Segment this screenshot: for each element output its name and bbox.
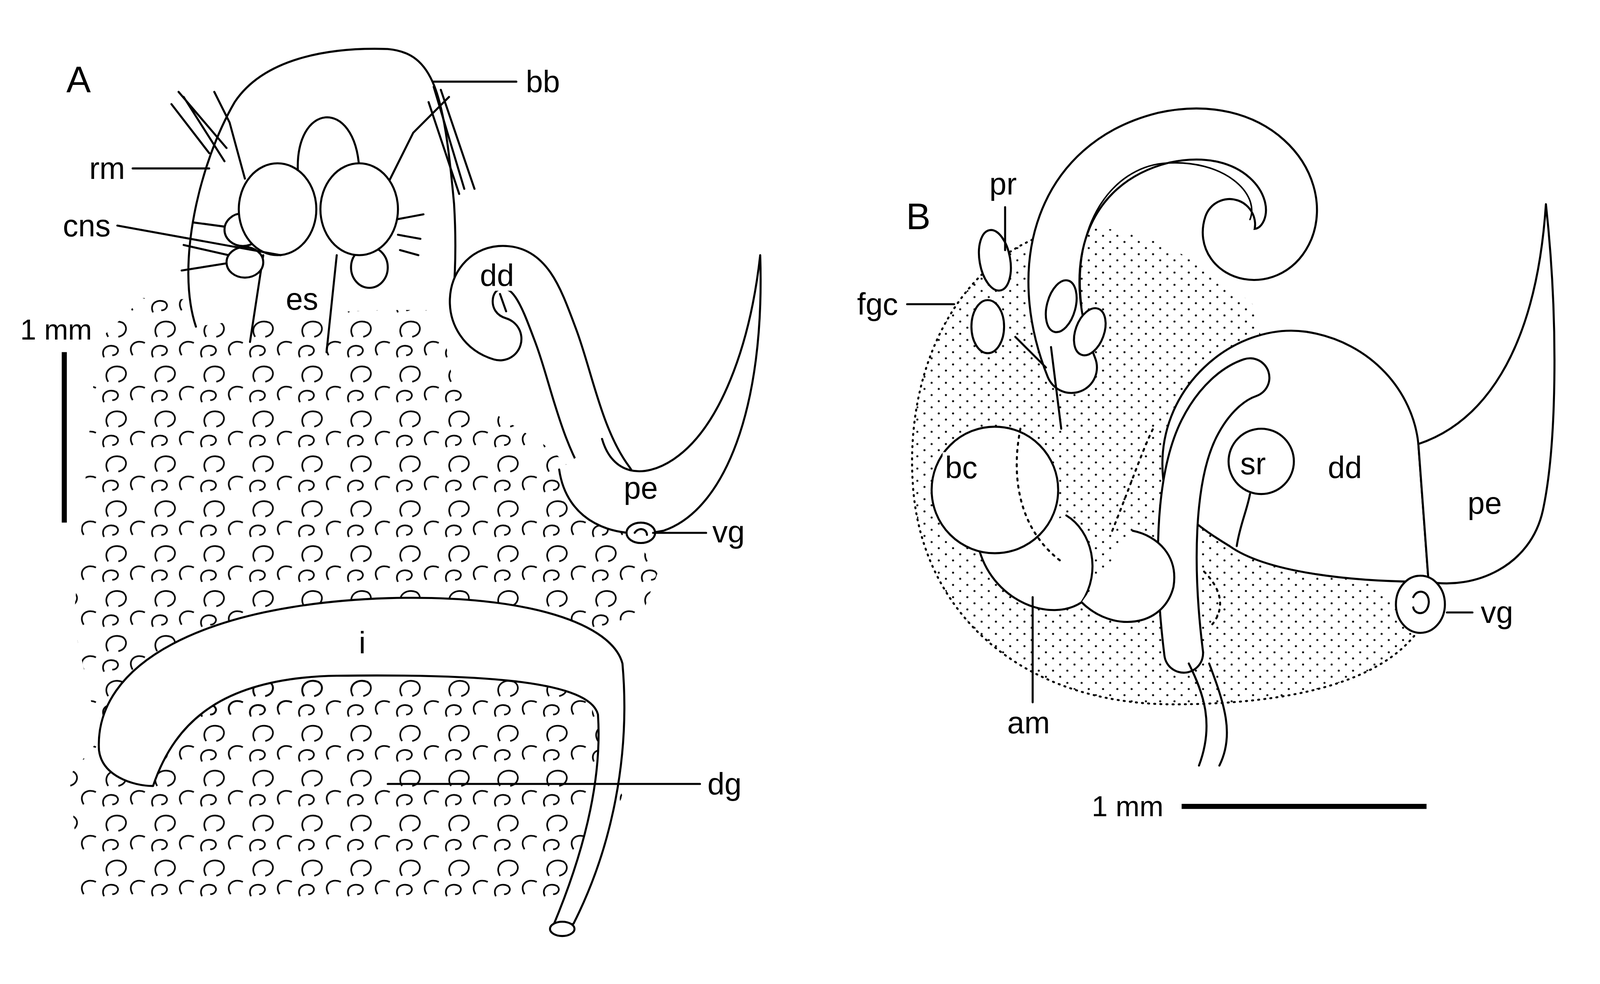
part-label: vg — [1478, 596, 1516, 628]
panel-letter: A — [63, 61, 93, 99]
scale-label: 1 mm — [1089, 791, 1166, 821]
part-label: sr — [1237, 447, 1269, 479]
part-label: vg — [710, 516, 748, 548]
part-label: bb — [523, 66, 563, 97]
part-label: pr — [987, 168, 1019, 199]
scale-label: 1 mm — [17, 315, 95, 344]
panel-letter: B — [903, 198, 933, 235]
part-label: am — [1005, 706, 1053, 738]
part-label: pe — [1465, 487, 1505, 519]
part-label: rm — [86, 153, 128, 184]
part-label: dd — [1325, 451, 1365, 483]
part-label: bc — [942, 451, 980, 483]
part-label: fgc — [854, 288, 901, 320]
part-label: dd — [477, 260, 517, 291]
part-label: cns — [60, 210, 114, 241]
part-label: i — [356, 627, 368, 659]
part-label: pe — [621, 472, 661, 503]
part-label: dg — [704, 768, 745, 800]
part-label: es — [283, 283, 321, 315]
